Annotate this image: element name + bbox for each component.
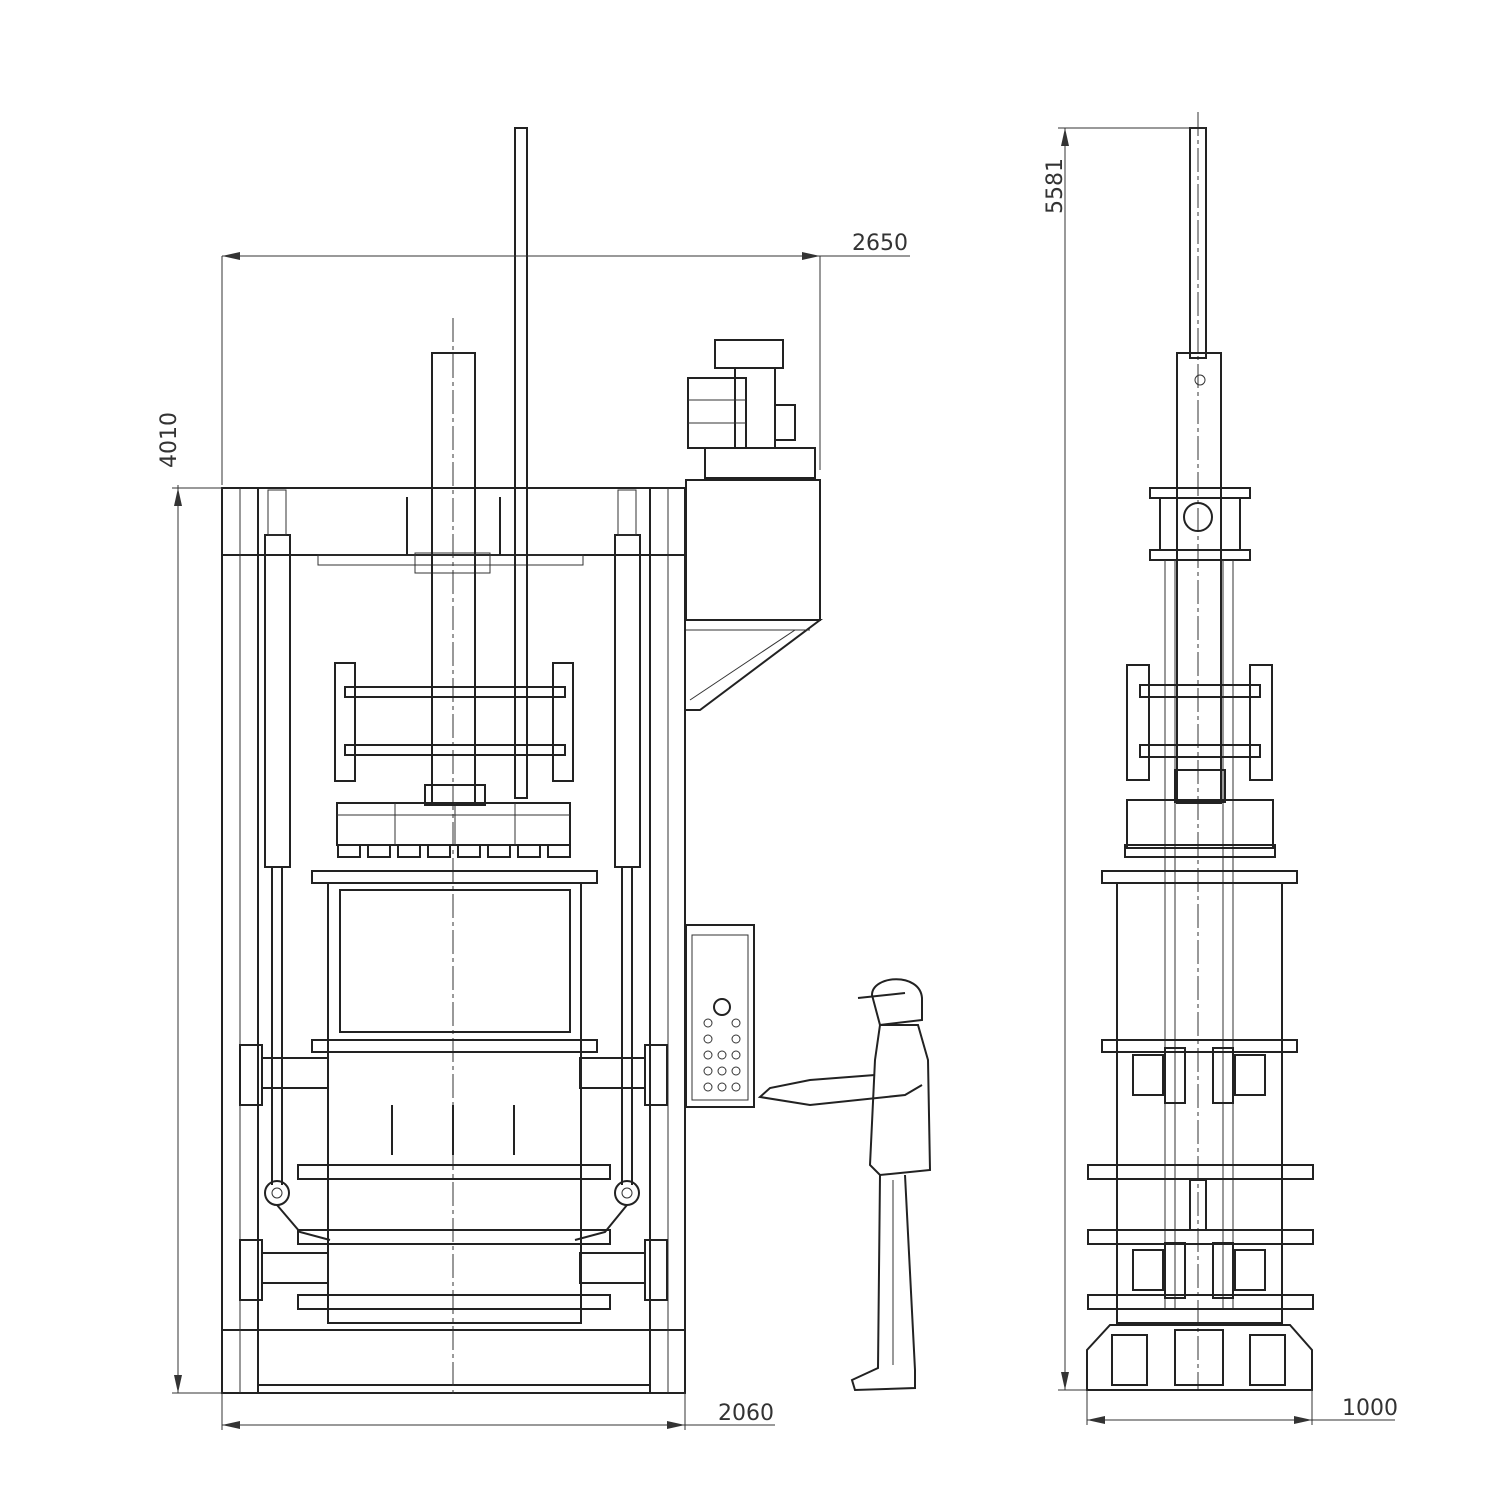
- side-head-upper-bar: [1139, 684, 1261, 698]
- dim-1000-arrow-right: [1294, 1416, 1312, 1424]
- motor-body: [734, 367, 776, 449]
- chamber-band-3: [297, 1294, 611, 1310]
- dim-5581-arrow-bottom: [1061, 1372, 1069, 1390]
- dim-5581-arrow-top: [1061, 128, 1069, 146]
- crosshead-plate: [317, 554, 584, 566]
- side-chamber-top-flange: [1101, 870, 1298, 884]
- side-head-bracket-left: [1126, 664, 1150, 781]
- dim-2650-label: 2650: [852, 231, 908, 256]
- side-chamber-mid-flange: [1101, 1039, 1298, 1053]
- side-base-pocket-center: [1174, 1329, 1224, 1386]
- side-band-3: [1087, 1294, 1314, 1310]
- platen-feet: [337, 844, 571, 858]
- side-platen-base: [1124, 844, 1276, 858]
- side-mount-pivot: [1183, 502, 1213, 532]
- side-base-pocket-left: [1111, 1334, 1148, 1386]
- tank-bracket-diagonal: [689, 629, 796, 701]
- side-main-cylinder: [1176, 352, 1222, 804]
- press-head-right-bracket: [552, 662, 574, 782]
- feed-window: [339, 889, 571, 1033]
- side-cylinder-pin: [1194, 374, 1206, 386]
- control-buttons: [703, 1018, 741, 1092]
- right-clevis: [614, 1180, 640, 1206]
- dim-5581-label: 5581: [1043, 158, 1068, 214]
- dim-2650-arrow-right: [802, 252, 820, 260]
- side-latches: [1132, 1047, 1266, 1299]
- dim-4010-label: 4010: [157, 412, 182, 468]
- press-platen: [336, 802, 571, 846]
- press-head-left-bracket: [334, 662, 356, 782]
- dim-2650-arrow-left: [222, 252, 240, 260]
- valve-block: [687, 377, 747, 449]
- side-view: 5581 1000: [1043, 112, 1398, 1425]
- side-lower-flange: [1149, 549, 1251, 561]
- operator-figure: [757, 978, 932, 1392]
- side-top-mount: [1159, 497, 1241, 551]
- motor-fan-cover: [714, 339, 784, 369]
- pump-mount: [704, 447, 816, 479]
- hydraulic-tank: [685, 479, 821, 621]
- left-chain: [276, 1204, 331, 1241]
- left-clevis-pin: [271, 1187, 283, 1199]
- control-panel-face: [691, 934, 749, 1101]
- right-cylinder-head: [617, 489, 637, 536]
- side-head-lower-bar: [1139, 744, 1261, 758]
- chamber-band-2: [297, 1229, 611, 1245]
- door-latches: [239, 1044, 668, 1301]
- press-head-lower-bar: [344, 744, 566, 756]
- side-band-1: [1087, 1164, 1314, 1180]
- side-chamber: [1116, 882, 1283, 1324]
- dim-4010-arrow-top: [174, 488, 182, 506]
- side-head-bracket-right: [1249, 664, 1273, 781]
- motor-terminal-box: [774, 404, 796, 441]
- dim-4010-arrow-bottom: [174, 1375, 182, 1393]
- dim-1000-label: 1000: [1342, 1396, 1398, 1421]
- left-clevis: [264, 1180, 290, 1206]
- dim-2060-arrow-left: [222, 1421, 240, 1429]
- chamber-band-1: [297, 1164, 611, 1180]
- control-panel: [685, 924, 755, 1108]
- platen-coupling: [424, 784, 486, 806]
- press-head-upper-bar: [344, 686, 566, 698]
- right-guide-cylinder: [614, 534, 641, 868]
- side-chain-link: [1189, 1179, 1207, 1231]
- right-chain: [574, 1204, 628, 1241]
- side-platen: [1126, 799, 1274, 849]
- tank-bracket: [686, 619, 823, 711]
- side-base-pocket-right: [1249, 1334, 1286, 1386]
- left-cylinder-head: [267, 489, 287, 536]
- side-band-2: [1087, 1229, 1314, 1245]
- tall-rod: [514, 127, 528, 799]
- dim-2060-label: 2060: [718, 1401, 774, 1426]
- dim-1000-arrow-left: [1087, 1416, 1105, 1424]
- right-clevis-pin: [621, 1187, 633, 1199]
- left-guide-cylinder: [264, 534, 291, 868]
- front-view: 2650 4010 2060: [157, 127, 932, 1430]
- bale-chamber: [327, 882, 582, 1324]
- chamber-mid-flange: [311, 1039, 598, 1053]
- side-platen-coupling: [1174, 769, 1226, 803]
- side-top-mount-flange: [1149, 487, 1251, 499]
- chamber-top-flange: [311, 870, 598, 884]
- emergency-stop-button: [713, 998, 731, 1016]
- dim-2060-arrow-right: [667, 1421, 685, 1429]
